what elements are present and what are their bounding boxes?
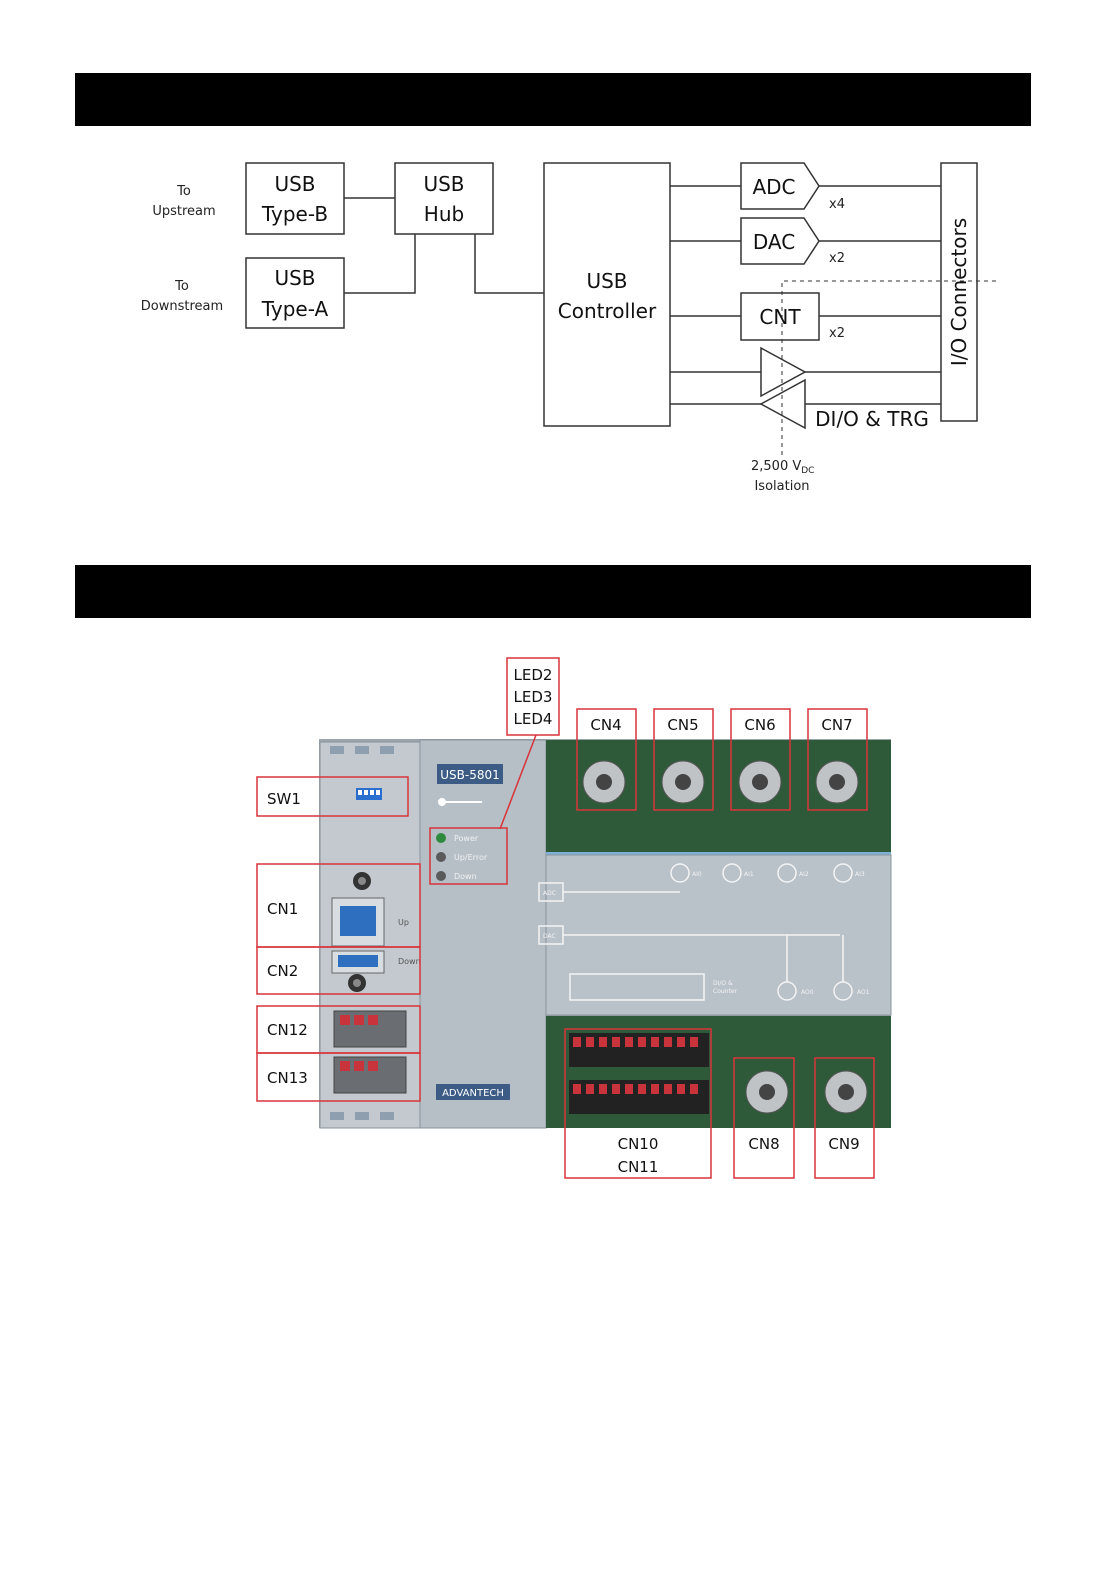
svg-text:Downstream: Downstream — [141, 299, 223, 314]
panel-adc-label: ADC — [543, 890, 556, 897]
upstream-label-line1: To — [176, 184, 191, 199]
svg-text:To: To — [176, 184, 191, 199]
port-down-label: Down — [398, 957, 421, 966]
adc-block-label: ADC — [752, 175, 795, 199]
panel-ao1-label: AO1 — [857, 989, 870, 996]
dac-block-label: DAC — [753, 230, 795, 254]
panel-ai3-label: AI3 — [855, 871, 865, 878]
callout-cn8: CN8 — [748, 1135, 779, 1153]
callout-led-box — [506, 657, 560, 736]
model-label: USB-5801 — [440, 768, 500, 782]
callout-cn7-box — [807, 708, 868, 811]
callout-cn9: CN9 — [828, 1135, 859, 1153]
callout-cn1: CN1 — [267, 900, 298, 918]
callout-cn12: CN12 — [267, 1021, 308, 1039]
usb-type-a-line1: USB — [274, 266, 315, 290]
port-up-label: Up — [398, 918, 409, 927]
led-power-label: Power — [454, 834, 479, 843]
svg-text:To: To — [174, 279, 189, 294]
callout-cn2: CN2 — [267, 962, 298, 980]
callout-cn13-box — [256, 1052, 421, 1102]
brand-label: ADVANTECH — [442, 1088, 504, 1099]
usb-controller-line2: Controller — [558, 299, 657, 323]
callout-cn9-box — [814, 1057, 875, 1179]
panel-ai0-label: AI0 — [692, 871, 702, 878]
panel-dac-label: DAC — [543, 933, 556, 940]
downstream-label-line2: Downstream — [141, 299, 223, 314]
callout-cn4-box — [576, 708, 637, 811]
usb-type-b-line2: Type-B — [261, 202, 328, 226]
callout-led4: LED4 — [514, 710, 553, 728]
isolation-value: 2,500 V — [751, 459, 801, 474]
callout-led-indicators-box — [429, 827, 508, 885]
usb-hub-line1: USB — [423, 172, 464, 196]
led-up-error-label: Up/Error — [454, 853, 488, 862]
panel-ai1-label: AI1 — [744, 871, 754, 878]
callout-cn7: CN7 — [821, 716, 852, 734]
io-connectors-label: I/O Connectors — [947, 218, 971, 366]
callout-cn8-box — [733, 1057, 795, 1179]
usb-hub-line2: Hub — [424, 202, 464, 226]
callout-cn10-cn11-box — [564, 1028, 712, 1179]
callout-cn11: CN11 — [618, 1158, 659, 1176]
isolation-subscript: DC — [801, 466, 814, 476]
led-down-label: Down — [454, 872, 477, 881]
section-header-bar-1 — [75, 73, 1031, 126]
callout-cn2-box — [256, 946, 421, 995]
panel-ao0-label: AO0 — [801, 989, 814, 996]
adc-multiplier: x4 — [829, 197, 845, 212]
callout-cn10: CN10 — [618, 1135, 659, 1153]
dac-multiplier: x2 — [829, 251, 845, 266]
panel-dio-counter-line2: Counter — [713, 988, 738, 995]
downstream-label-line1: To — [174, 279, 189, 294]
callout-cn6-box — [730, 708, 791, 811]
panel-dio-counter-line1: DI/O & — [713, 980, 733, 987]
callout-cn6: CN6 — [744, 716, 775, 734]
callout-led2: LED2 — [514, 666, 553, 684]
upstream-label-line2: Upstream — [152, 204, 215, 219]
callout-cn5: CN5 — [667, 716, 698, 734]
svg-text:Upstream: Upstream — [152, 204, 215, 219]
callout-cn4: CN4 — [590, 716, 621, 734]
usb-controller-line1: USB — [586, 269, 627, 293]
callout-sw1-box — [256, 776, 409, 817]
panel-ai2-label: AI2 — [799, 871, 809, 878]
callout-cn5-box — [653, 708, 714, 811]
dio-trg-label: DI/O & TRG — [815, 407, 929, 431]
callout-sw1: SW1 — [267, 790, 301, 808]
isolation-label: Isolation — [754, 479, 809, 494]
usb-type-a-line2: Type-A — [261, 297, 329, 321]
callout-led3: LED3 — [514, 688, 553, 706]
section-header-bar-2 — [75, 565, 1031, 618]
callout-cn13: CN13 — [267, 1069, 308, 1087]
block-diagram: To Upstream To Downstream USB Type-B USB… — [141, 162, 1000, 494]
svg-text:2,500 VDC: 2,500 VDC — [751, 459, 814, 476]
cnt-multiplier: x2 — [829, 326, 845, 341]
usb-type-b-line1: USB — [274, 172, 315, 196]
cnt-block-label: CNT — [759, 305, 801, 329]
